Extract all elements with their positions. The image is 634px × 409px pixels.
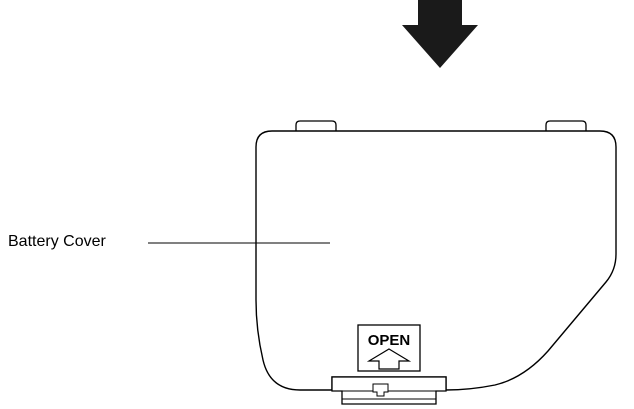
- left-tab: [295, 120, 337, 131]
- callout-label: Battery Cover: [8, 233, 106, 250]
- latch-notch: [372, 383, 389, 397]
- battery-cover: [255, 130, 617, 391]
- right-tab: [545, 120, 587, 131]
- open-arrow-up-icon: [366, 348, 412, 370]
- arrow-down-icon: [402, 0, 478, 68]
- open-badge-text: OPEN: [368, 332, 411, 349]
